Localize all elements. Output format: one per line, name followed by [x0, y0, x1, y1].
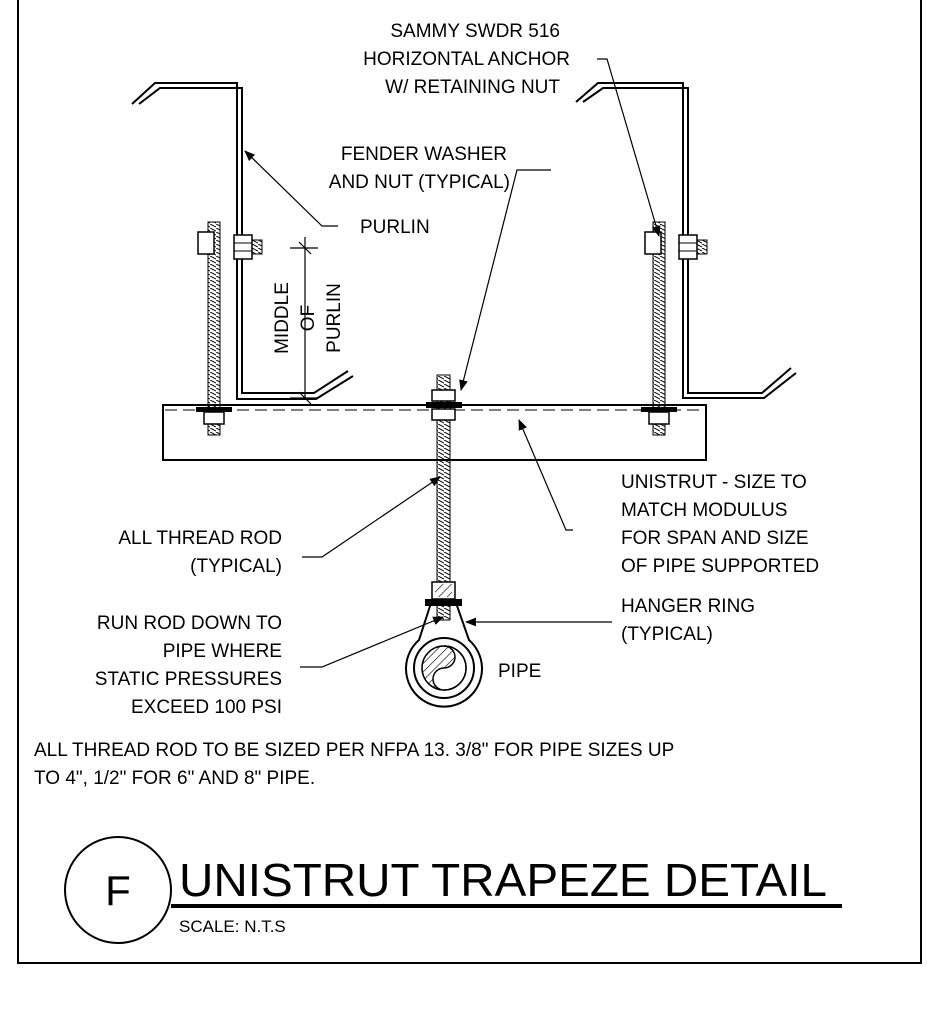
anchor-label-line-3: W/ RETAINING NUT [385, 77, 560, 98]
anchor-label-line-1: SAMMY SWDR 516 [390, 21, 560, 42]
sheet-border [17, 0, 922, 964]
unistrut-label-line-4: OF PIPE SUPPORTED [621, 556, 819, 577]
run-rod-line-3: STATIC PRESSURES [95, 669, 282, 690]
hanger-label-line-1: HANGER RING [621, 596, 755, 617]
rod-label: ALL THREAD ROD (TYPICAL) [118, 528, 282, 577]
pipe-label: PIPE [498, 661, 541, 682]
run-rod-label: RUN ROD DOWN TO PIPE WHERE STATIC PRESSU… [95, 613, 282, 718]
left-anchor-rod [196, 221, 263, 436]
general-note: ALL THREAD ROD TO BE SIZED PER NFPA 13. … [34, 740, 674, 789]
washer-label: FENDER WASHER AND NUT (TYPICAL) [329, 144, 510, 193]
title-block: F UNISTRUT TRAPEZE DETAIL SCALE: N.T.S [64, 836, 842, 944]
detail-circle [64, 836, 172, 944]
middle-label-line-3: PURLIN [324, 283, 345, 353]
washer-label-line-2: AND NUT (TYPICAL) [329, 172, 510, 193]
run-rod-line-1: RUN ROD DOWN TO [97, 613, 282, 634]
leaders [244, 58, 661, 668]
middle-label-line-2: OF [298, 305, 319, 331]
detail-letter: F [105, 867, 131, 914]
run-rod-line-2: PIPE WHERE [163, 641, 282, 662]
anchor-label-line-2: HORIZONTAL ANCHOR [363, 49, 570, 70]
middle-dimension [290, 237, 318, 405]
run-rod-line-4: EXCEED 100 PSI [131, 697, 282, 718]
pipe [413, 637, 475, 699]
detail-title: UNISTRUT TRAPEZE DETAIL [179, 854, 827, 906]
washer-label-line-1: FENDER WASHER [341, 144, 507, 165]
note-line-2: TO 4", 1/2" FOR 6" AND 8" PIPE. [34, 768, 315, 789]
rod-label-line-2: (TYPICAL) [190, 556, 282, 577]
anchor-label: SAMMY SWDR 516 HORIZONTAL ANCHOR W/ RETA… [363, 21, 570, 98]
rod-label-line-1: ALL THREAD ROD [118, 528, 282, 549]
hanger-label: HANGER RING (TYPICAL) [621, 596, 755, 645]
unistrut-label: UNISTRUT - SIZE TO MATCH MODULUS FOR SPA… [621, 472, 819, 577]
hanger-ring [405, 599, 483, 708]
middle-of-purlin-label: MIDDLE OF PURLIN [272, 282, 345, 354]
center-thread-rod [426, 374, 462, 621]
unistrut-label-line-1: UNISTRUT - SIZE TO [621, 472, 807, 493]
middle-label-line-1: MIDDLE [272, 282, 293, 354]
unistrut-label-line-3: FOR SPAN AND SIZE [621, 528, 809, 549]
right-anchor-rod [641, 221, 708, 436]
purlin-label: PURLIN [360, 217, 430, 238]
unistrut-label-line-2: MATCH MODULUS [621, 500, 787, 521]
hanger-label-line-2: (TYPICAL) [621, 624, 713, 645]
note-line-1: ALL THREAD ROD TO BE SIZED PER NFPA 13. … [34, 740, 674, 761]
detail-scale: SCALE: N.T.S [179, 917, 286, 936]
